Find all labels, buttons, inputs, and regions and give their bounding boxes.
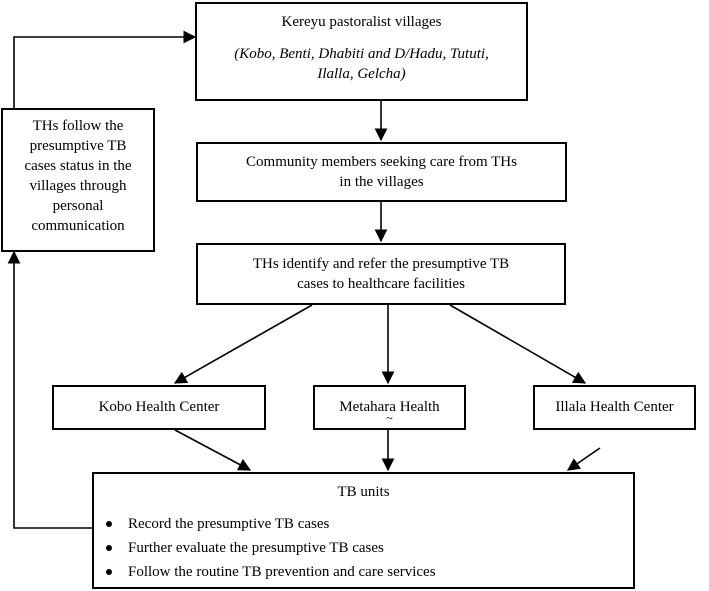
tb-units-box: TB units Record the presumptive TB cases… <box>92 472 635 589</box>
follow-up-line6: communication <box>31 218 125 234</box>
follow-up-box: THs follow the presumptive TB cases stat… <box>1 108 155 252</box>
follow-up-line2: presumptive TB <box>29 138 127 154</box>
metahara-health-box: Metahara Health ~ <box>313 385 466 430</box>
illala-health-center-label: Illala Health Center <box>555 399 674 415</box>
arrow-identify-to-illala <box>449 304 587 384</box>
arrow-kobo-to-tbunits <box>174 429 252 471</box>
seeking-care-line2: in the villages <box>339 174 424 190</box>
tb-units-item: Follow the routine TB prevention and car… <box>94 560 633 584</box>
tb-units-list: Record the presumptive TB cases Further … <box>94 512 633 584</box>
tb-units-title: TB units <box>337 484 390 500</box>
follow-up-line5: personal <box>52 198 104 214</box>
identify-refer-line1: THs identify and refer the presumptive T… <box>252 256 510 272</box>
metahara-health-label: Metahara Health <box>339 399 440 415</box>
arrow-illala-to-tbunits <box>566 447 601 471</box>
metahara-health-mark: ~ <box>386 411 393 425</box>
tb-units-item: Further evaluate the presumptive TB case… <box>94 536 633 560</box>
arrow-identify-to-kobo <box>173 304 313 384</box>
follow-up-line1: THs follow the <box>32 118 124 134</box>
villages-names-line2: Ilalla, Gelcha) <box>317 66 406 82</box>
follow-up-line4: villages through <box>29 178 127 194</box>
identify-refer-box: THs identify and refer the presumptive T… <box>196 243 566 305</box>
seeking-care-box: Community members seeking care from THs … <box>196 142 567 202</box>
kobo-health-center-box: Kobo Health Center <box>52 385 266 430</box>
villages-title: Kereyu pastoralist villages <box>281 14 442 30</box>
villages-box: Kereyu pastoralist villages (Kobo, Benti… <box>195 2 528 101</box>
arrow-tbunits-to-follow <box>7 250 92 529</box>
kobo-health-center-label: Kobo Health Center <box>98 399 220 415</box>
seeking-care-line1: Community members seeking care from THs <box>246 154 517 170</box>
villages-names-line1: (Kobo, Benti, Dhabiti and D/Hadu, Tututi… <box>234 46 489 62</box>
tb-units-item: Record the presumptive TB cases <box>94 512 633 536</box>
identify-refer-line2: cases to healthcare facilities <box>297 276 465 292</box>
illala-health-center-box: Illala Health Center <box>533 385 696 430</box>
follow-up-line3: cases status in the <box>24 158 132 174</box>
arrow-follow-to-villages <box>13 30 197 108</box>
